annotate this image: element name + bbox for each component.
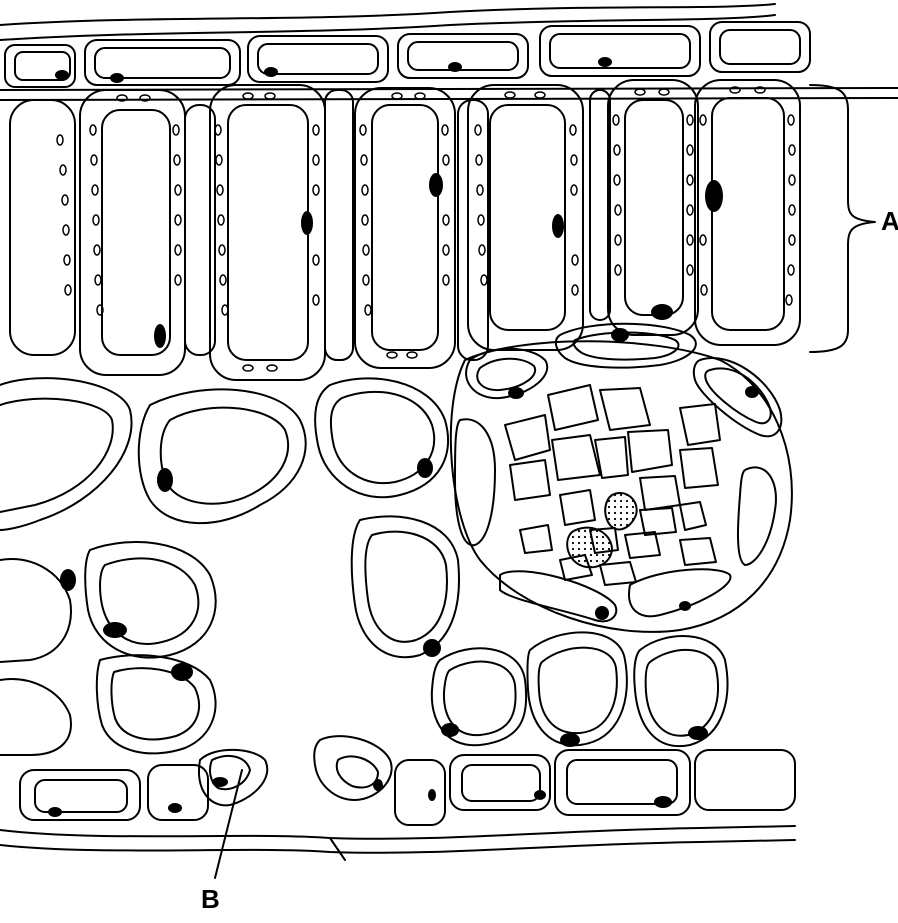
spongy-nuclei: [60, 328, 759, 681]
lower-epidermis: [0, 736, 795, 860]
palisade-layer: [10, 80, 800, 380]
label-a: A: [881, 208, 898, 234]
spongy-mesophyll: [0, 324, 781, 755]
bracket-a: [810, 85, 875, 352]
lower-mesophyll: [432, 632, 728, 746]
chloroplasts: [57, 87, 795, 371]
label-b: B: [201, 886, 220, 912]
